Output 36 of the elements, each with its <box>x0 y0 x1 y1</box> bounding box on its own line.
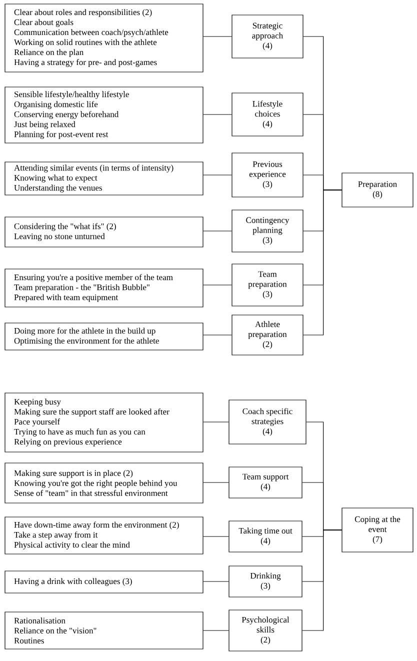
connector-line <box>302 530 342 631</box>
list-box: Making sure support is in place (2) Knowing you're got the right people behind you Sense of "team" in that stressful environment <box>4 462 204 504</box>
category-box: Strategic approach (4) <box>232 14 304 58</box>
theme-box: Coping at the event (7) <box>342 508 414 552</box>
list-box: Clear about roles and responsibilities (2) Clear about goals Communication between coach/psych/athlete Working on solid routines with the athlete Reliance on the plan Having a strategy for pre- and post-games <box>4 4 204 72</box>
connector-line <box>203 284 232 286</box>
list-box: Considering the "what ifs" (2) Leaving no stone unturned <box>4 216 204 248</box>
connector-line <box>303 190 342 336</box>
theme-box: Preparation (8) <box>342 172 414 208</box>
category-box: Drinking (3) <box>228 566 302 598</box>
list-box: Ensuring you're a positive member of the team Team preparation - the "British Bubble" Prepared with team equipment <box>4 268 204 308</box>
list-box: Have down-time away form the environment (2) Take a step away from it Physical activity to clear the mind <box>4 516 204 554</box>
connector-line <box>203 630 229 631</box>
category-box: Team support (4) <box>228 466 302 498</box>
category-box: Lifestyle choices (4) <box>232 92 304 136</box>
connector-line <box>203 482 229 483</box>
connector-line <box>203 581 229 582</box>
category-box: Coach specific strategies (4) <box>228 400 306 444</box>
connector-line <box>203 230 232 232</box>
category-box: Team preparation (3) <box>232 264 304 306</box>
connector-line <box>203 334 232 336</box>
list-box: Attending similar events (in terms of intensity) Knowing what to expect Understanding the venues <box>4 162 204 196</box>
category-box: Contingency planning (3) <box>232 210 304 252</box>
category-box: Athlete preparation (2) <box>232 314 304 356</box>
list-box: Having a drink with colleagues (3) <box>4 570 204 594</box>
connector-line <box>203 536 229 537</box>
list-box: Doing more for the athlete in the build up Optimising the environment for the athlete <box>4 322 204 350</box>
category-box: Previous experience (3) <box>232 152 304 198</box>
connector-line <box>203 36 232 37</box>
connector-line <box>203 174 232 176</box>
connector-line <box>203 114 232 115</box>
list-box: Rationalisation Reliance on the "vision" Routines <box>4 612 204 650</box>
category-box: Psychological skills (2) <box>228 610 302 652</box>
list-box: Sensible lifestyle/healthy lifestyle Organising domestic life Conserving energy beforehand Just being relaxed Planning for post-event rest <box>4 86 204 144</box>
list-box: Keeping busy Making sure the support staff are looked after Pace yourself Trying to have as much fun as you can Relying on previous experience <box>4 392 204 452</box>
category-box: Taking time out (4) <box>228 520 302 552</box>
